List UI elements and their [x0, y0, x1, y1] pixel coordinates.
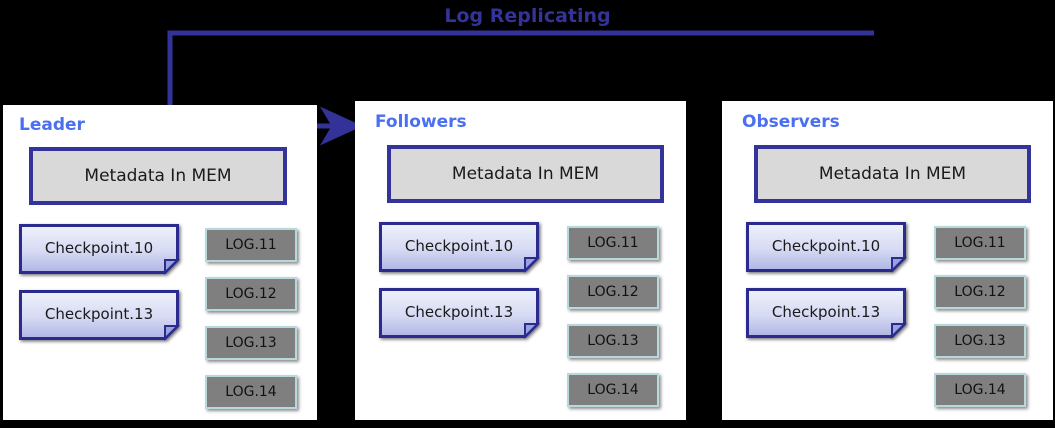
checkpoint-note[interactable]: Checkpoint.10 [379, 222, 543, 274]
node-panel-leader: Leader Metadata In MEM Checkpoint.10 [3, 105, 317, 420]
log-box[interactable]: LOG.13 [567, 324, 659, 358]
checkpoint-note[interactable]: Checkpoint.13 [379, 288, 543, 340]
checkpoint-note[interactable]: Checkpoint.10 [746, 222, 910, 274]
log-box[interactable]: LOG.13 [205, 326, 297, 360]
log-box[interactable]: LOG.12 [567, 275, 659, 309]
panel-title-observers: Observers [742, 112, 840, 132]
node-panel-observers: Observers Metadata In MEM Checkpoint.10 … [722, 101, 1053, 420]
checkpoint-note[interactable]: Checkpoint.13 [19, 290, 183, 342]
log-box[interactable]: LOG.11 [934, 226, 1026, 260]
diagram-title: Log Replicating [444, 5, 611, 27]
panel-title-leader: Leader [19, 115, 85, 135]
metadata-box-leader: Metadata In MEM [29, 147, 287, 205]
log-box[interactable]: LOG.12 [934, 275, 1026, 309]
panel-title-followers: Followers [375, 112, 467, 132]
log-box[interactable]: LOG.14 [205, 375, 297, 409]
log-box[interactable]: LOG.14 [567, 373, 659, 407]
checkpoint-note[interactable]: Checkpoint.13 [746, 288, 910, 340]
log-box[interactable]: LOG.13 [934, 324, 1026, 358]
metadata-box-observers: Metadata In MEM [754, 145, 1031, 203]
checkpoint-note[interactable]: Checkpoint.10 [19, 224, 183, 276]
log-box[interactable]: LOG.12 [205, 277, 297, 311]
log-box[interactable]: LOG.11 [205, 228, 297, 262]
log-box[interactable]: LOG.14 [934, 373, 1026, 407]
node-panel-followers: Followers Metadata In MEM Checkpoint.10 … [355, 101, 686, 420]
metadata-box-followers: Metadata In MEM [387, 145, 664, 203]
log-box[interactable]: LOG.11 [567, 226, 659, 260]
